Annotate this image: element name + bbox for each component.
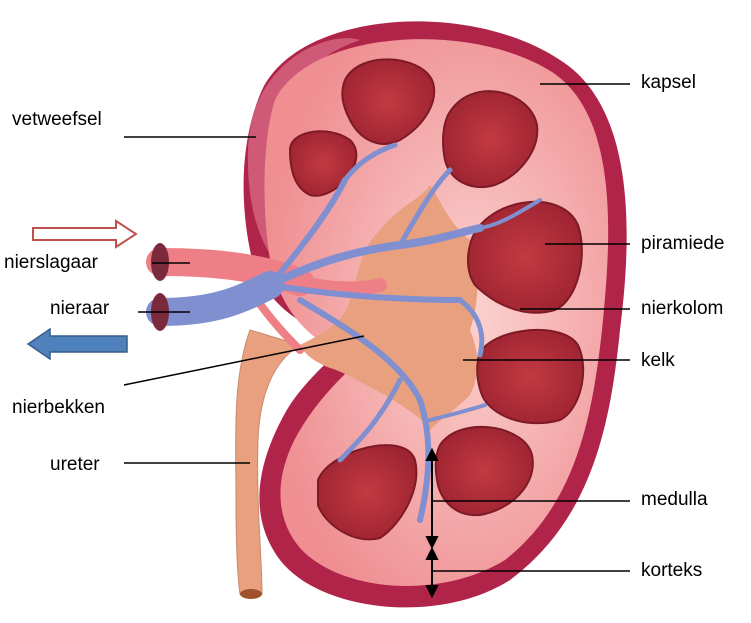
label-piramiede: piramiede	[641, 233, 725, 254]
label-ureter: ureter	[50, 454, 100, 475]
label-kapsel: kapsel	[641, 72, 696, 93]
label-nieraar: nieraar	[50, 298, 110, 319]
label-kelk: kelk	[641, 350, 675, 371]
pyramid	[442, 90, 539, 188]
label-korteks: korteks	[641, 560, 703, 581]
pyramid	[341, 58, 436, 145]
label-medulla: medulla	[641, 489, 708, 510]
leader-lines	[123, 83, 630, 572]
pyramid	[317, 444, 418, 541]
label-vetweefsel: vetweefsel	[12, 109, 102, 130]
artery-opening	[151, 243, 169, 281]
pyramids	[288, 58, 585, 541]
label-nierslagaar: nierslagaar	[4, 252, 98, 273]
renal-pelvis	[300, 185, 478, 430]
pyramid	[434, 425, 534, 517]
label-nierkolom: nierkolom	[641, 298, 724, 319]
label-nierbekken: nierbekken	[12, 397, 105, 418]
ureter-opening	[240, 589, 262, 599]
depth-arrows	[425, 447, 439, 599]
arrow-in-icon	[32, 219, 138, 249]
pyramid	[476, 329, 585, 425]
pyramid	[466, 200, 583, 314]
arrow-out-icon	[26, 327, 128, 361]
